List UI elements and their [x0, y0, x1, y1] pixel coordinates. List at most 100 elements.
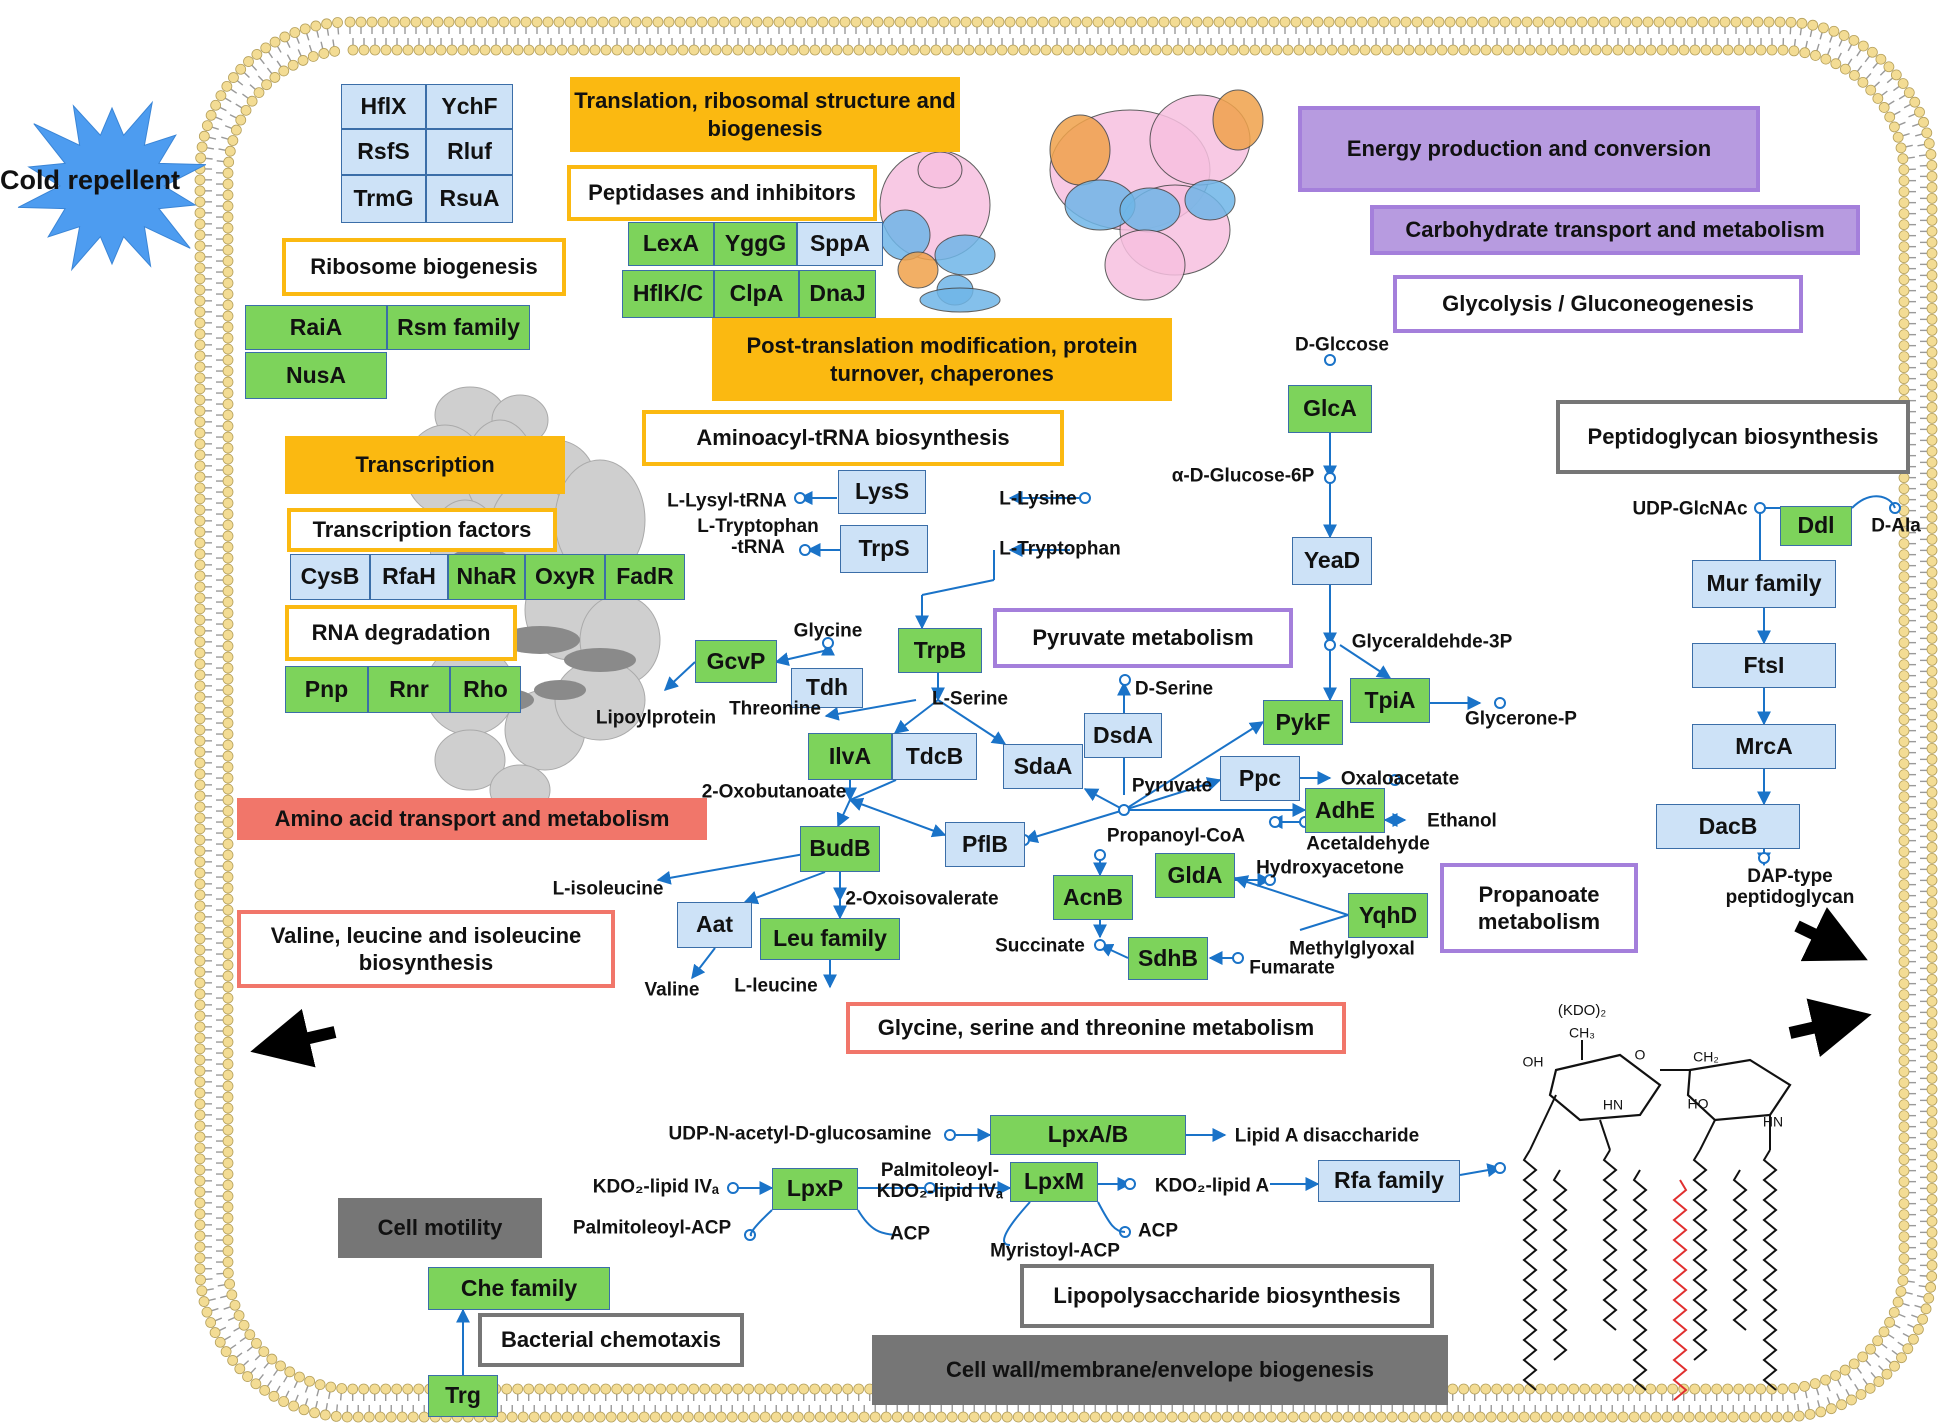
metabolite-oxaloacetate: Oxaloacetate [1340, 768, 1460, 790]
metabolite-l-serine: L-Serine [931, 688, 1009, 710]
protein-mur-family: Mur family [1692, 560, 1836, 608]
category-propanoate: Propanoate metabolism [1440, 863, 1638, 953]
protein-trps: TrpS [840, 525, 928, 573]
protein-pflb: PflB [945, 822, 1025, 867]
protein-oxyr: OxyR [525, 554, 605, 600]
protein-rnr: Rnr [368, 666, 450, 713]
metabolite-l-leucine: L-leucine [734, 975, 818, 997]
category-amino-acid: Amino acid transport and metabolism [237, 798, 707, 840]
metabolite-d-ala: D-Ala [1871, 515, 1921, 537]
protein-ilva: IlvA [808, 733, 892, 780]
metabolite-lipid-a-disaccharide: Lipid A disaccharide [1234, 1125, 1420, 1147]
protein-nusa: NusA [245, 352, 387, 399]
chem-ho: HO [1687, 1095, 1709, 1112]
protein-trg: Trg [428, 1375, 498, 1417]
category-cell-wall: Cell wall/membrane/envelope biogenesis [872, 1335, 1448, 1405]
protein-dnaj: DnaJ [799, 270, 876, 318]
metabolite-kdo2-lipid-a: KDO₂-lipid A [1154, 1175, 1270, 1197]
category-translation: Translation, ribosomal structure and bio… [570, 77, 960, 152]
protein-dsda: DsdA [1084, 713, 1162, 758]
category-pyruvate: Pyruvate metabolism [993, 608, 1293, 668]
metabolite-ethanol: Ethanol [1427, 810, 1497, 832]
protein-tdcb: TdcB [892, 733, 977, 780]
category-valine-leucine: Valine, leucine and isoleucine biosynthe… [237, 910, 615, 988]
metabolite-acetaldehyde: Acetaldehyde [1306, 833, 1430, 855]
metabolite-myristoyl-acp: Myristoyl-ACP [990, 1240, 1120, 1262]
category-transcription-factors: Transcription factors [287, 508, 557, 552]
category-cell-motility: Cell motility [338, 1198, 542, 1258]
protein-gcvp: GcvP [695, 640, 777, 683]
protein-rfah: RfaH [370, 554, 448, 600]
metabolite-propanoyl-coa: Propanoyl-CoA [1106, 825, 1246, 847]
metabolite-methylglyoxal: Methylglyoxal [1289, 938, 1415, 960]
protein-yqhd: YqhD [1348, 893, 1428, 938]
protein-trpb: TrpB [898, 628, 982, 673]
protein-lpxab: LpxA/B [990, 1115, 1186, 1155]
protein-yggg: YggG [714, 222, 797, 266]
metabolite-fumarate: Fumarate [1249, 957, 1335, 979]
protein-lpxm: LpxM [1010, 1162, 1098, 1202]
metabolite-d-glucose: D-Glccose [1295, 334, 1389, 356]
category-peptidases: Peptidases and inhibitors [567, 165, 877, 221]
metabolite-glyceraldehyde-3p: Glyceraldehde-3P [1351, 631, 1513, 653]
ribosome-structure-image [879, 89, 1264, 313]
metabolite-d-serine: D-Serine [1134, 678, 1214, 700]
protein-leu-family: Leu family [760, 918, 900, 960]
export-arrows [250, 907, 1872, 1068]
category-aminoacyl-trna: Aminoacyl-tRNA biosynthesis [642, 410, 1064, 466]
metabolite-l-lysyl-trna: L-Lysyl-tRNA [667, 490, 787, 512]
right-export-arrow-lower [1788, 998, 1872, 1057]
category-ribosome-biogenesis: Ribosome biogenesis [282, 238, 566, 296]
metabolite-glycerone-p: Glycerone-P [1465, 708, 1577, 730]
chem-o: O [1634, 1046, 1646, 1063]
metabolite-l-lysine: L-Lysine [999, 488, 1077, 510]
protein-cysb: CysB [290, 554, 370, 600]
protein-acnb: AcnB [1053, 875, 1133, 920]
protein-rsfs: RsfS [341, 129, 426, 175]
protein-sdaa: SdaA [1003, 744, 1083, 789]
protein-glda: GldA [1155, 853, 1235, 898]
metabolite-pyruvate: Pyruvate [1131, 775, 1213, 797]
category-bacterial-chemotaxis: Bacterial chemotaxis [478, 1313, 744, 1367]
protein-tdh: Tdh [791, 668, 863, 708]
protein-ddl: Ddl [1780, 506, 1852, 546]
protein-fadr: FadR [605, 554, 685, 600]
metabolite-2-oxobutanoate: 2-Oxobutanoate [701, 781, 847, 803]
protein-ftsi: FtsI [1692, 643, 1836, 688]
chem-kdo: (KDO)₂ [1557, 1001, 1607, 1019]
left-export-arrow [250, 1008, 337, 1068]
category-post-translation: Post-translation modification, protein t… [712, 318, 1172, 401]
protein-lexa: LexA [628, 222, 714, 266]
category-lps: Lipopolysaccharide biosynthesis [1020, 1264, 1434, 1328]
cell-membrane [194, 16, 1938, 1423]
category-carbohydrate: Carbohydrate transport and metabolism [1370, 205, 1860, 255]
protein-lpxp: LpxP [772, 1168, 858, 1210]
chem-ch2: CH₂ [1693, 1048, 1719, 1065]
category-transcription: Transcription [285, 436, 565, 494]
metabolite-l-tryptophan: L-Tryptophan [999, 538, 1121, 560]
category-glycolysis: Glycolysis / Gluconeogenesis [1393, 275, 1803, 333]
metabolite-kdo2-lipid-iva: KDO₂-lipid IVₐ [592, 1176, 720, 1198]
protein-ychf: YchF [426, 84, 513, 129]
chem-hn-2: HN [1762, 1113, 1784, 1130]
metabolite-palmitoleoyl-acp: Palmitoleoyl-ACP [572, 1217, 732, 1239]
protein-lyss: LysS [838, 470, 926, 514]
protein-pnp: Pnp [285, 666, 368, 713]
cold-repellent-label: Cold repellent [0, 165, 181, 195]
metabolite-lipoylprotein: Lipoylprotein [595, 707, 717, 729]
protein-che-family: Che family [428, 1267, 610, 1310]
metabolite-succinate: Succinate [995, 935, 1085, 957]
chem-hn: HN [1602, 1096, 1624, 1113]
protein-ppc: Ppc [1220, 756, 1300, 801]
metabolite-acp: ACP [889, 1223, 931, 1245]
chem-oh: OH [1522, 1053, 1544, 1070]
metabolite-2-oxoisovalerate: 2-Oxoisovalerate [845, 888, 999, 910]
protein-rsua: RsuA [426, 175, 513, 223]
protein-mrca: MrcA [1692, 724, 1836, 769]
metabolite-palmitoleoyl-kdo2-lipid-iva: Palmitoleoyl- KDO₂-lipid IVₐ [876, 1160, 1004, 1202]
metabolite-valine: Valine [644, 979, 700, 1001]
metabolite-l-tryptophan-trna: L-Tryptophan -tRNA [697, 516, 819, 558]
lipid-a-structure-image [1522, 1040, 1792, 1401]
metabolite-acp-2: ACP [1137, 1220, 1179, 1242]
